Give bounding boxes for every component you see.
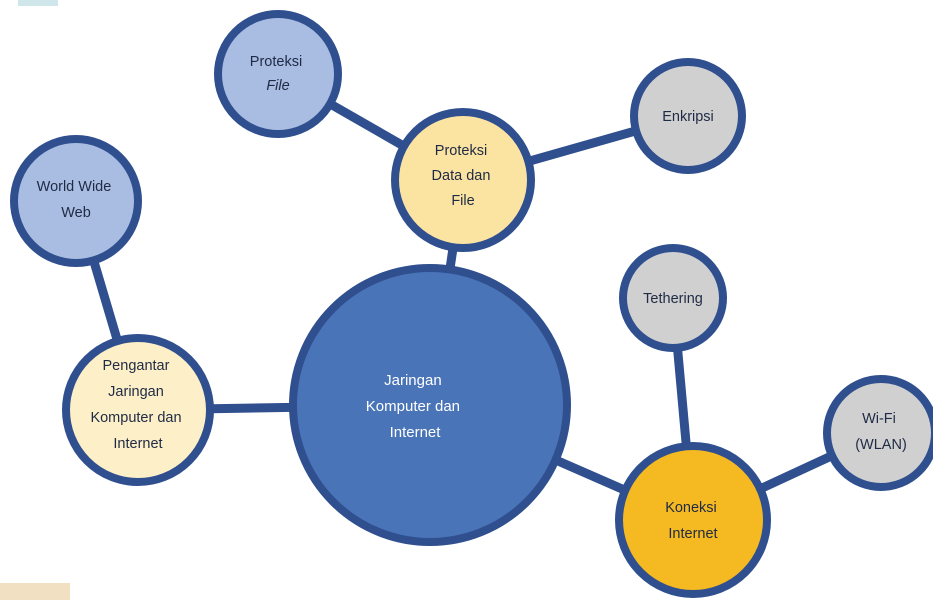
svg-text:Koneksi Internet: Koneksi Internet — [665, 500, 721, 542]
node-koneksi-line-1: Koneksi — [665, 500, 717, 516]
node-wifi-line-1: Wi-Fi — [862, 411, 896, 427]
node-proteksi-data-circle — [391, 108, 535, 252]
svg-text:Enkripsi: Enkripsi — [662, 109, 714, 125]
node-center-line-1: Jaringan — [384, 372, 442, 389]
node-wifi-circle — [823, 375, 933, 491]
node-pengantar-line-1: Pengantar — [103, 358, 170, 374]
node-pengantar-circle — [62, 334, 214, 486]
svg-text:Jaringan Komputer dan: Jaringan Komputer dan Internet — [366, 372, 464, 441]
node-proteksi-data-line-3: File — [451, 193, 474, 209]
node-proteksi-data-line-1: Proteksi — [435, 143, 487, 159]
node-center: Jaringan Komputer dan Internet — [289, 264, 571, 546]
node-world-wide-web-circle — [10, 135, 142, 267]
corner-decoration-bottom — [0, 583, 70, 600]
node-pengantar-line-3: Komputer dan — [90, 410, 181, 426]
node-koneksi: Koneksi Internet — [615, 442, 771, 598]
node-pengantar-line-4: Internet — [113, 436, 162, 452]
svg-text:Proteksi File: Proteksi File — [250, 54, 306, 94]
svg-text:Tethering: Tethering — [643, 291, 703, 307]
svg-text:Wi-Fi (WLAN): Wi-Fi (WLAN) — [855, 411, 907, 453]
node-center-circle — [289, 264, 571, 546]
svg-text:Pengantar Jaringan: Pengantar Jaringan Komputer dan Internet — [90, 358, 185, 452]
node-world-wide-web-line-1: World Wide — [37, 179, 112, 195]
svg-text:World Wide Web: World Wide Web — [37, 179, 116, 221]
node-proteksi-file-line-1: Proteksi — [250, 54, 302, 70]
node-enkripsi: Enkripsi — [630, 58, 746, 174]
node-proteksi-data: Proteksi Data dan File — [391, 108, 535, 252]
node-wifi: Wi-Fi (WLAN) — [823, 375, 933, 491]
node-center-line-3: Internet — [390, 424, 442, 441]
node-proteksi-file: Proteksi File — [214, 10, 342, 138]
node-proteksi-data-line-2: Data dan — [432, 168, 491, 184]
node-enkripsi-circle — [630, 58, 746, 174]
node-wifi-line-2: (WLAN) — [855, 437, 907, 453]
node-tethering-circle — [619, 244, 727, 352]
node-tethering-line-1: Tethering — [643, 291, 703, 307]
node-pengantar: Pengantar Jaringan Komputer dan Internet — [62, 334, 214, 486]
node-pengantar-line-2: Jaringan — [108, 384, 164, 400]
node-tethering: Tethering — [619, 244, 727, 352]
node-koneksi-line-2: Internet — [668, 526, 717, 542]
node-world-wide-web-line-2: Web — [61, 205, 91, 221]
svg-text:Proteksi Data dan: Proteksi Data dan File — [432, 143, 495, 209]
node-koneksi-circle — [615, 442, 771, 598]
node-enkripsi-line-1: Enkripsi — [662, 109, 714, 125]
node-world-wide-web: World Wide Web — [10, 135, 142, 267]
node-proteksi-file-circle — [214, 10, 342, 138]
node-center-line-2: Komputer dan — [366, 398, 460, 415]
node-proteksi-file-line-2: File — [266, 78, 289, 94]
corner-decoration-top — [18, 0, 58, 6]
